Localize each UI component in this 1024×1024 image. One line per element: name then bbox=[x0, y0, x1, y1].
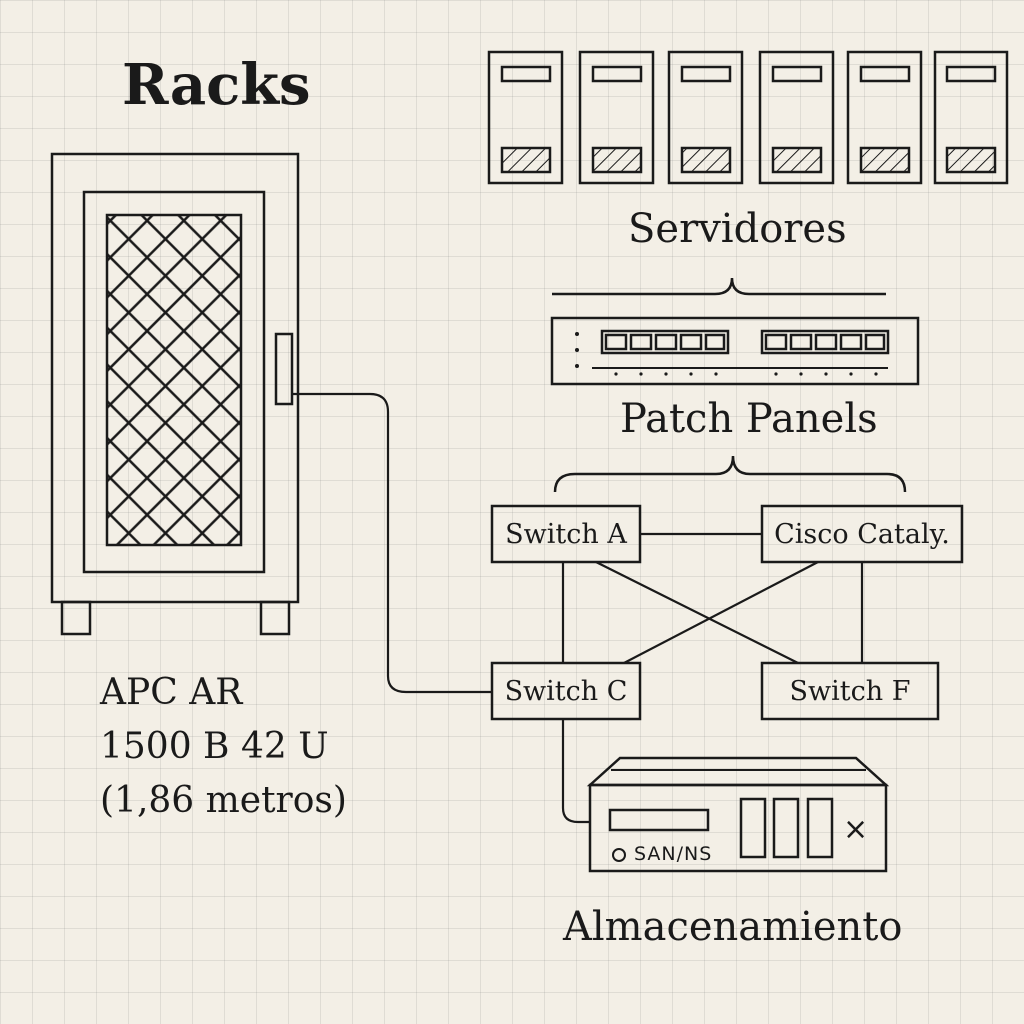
rack-cable bbox=[292, 392, 492, 694]
patch-panels-label: Patch Panels bbox=[620, 396, 878, 442]
rack-model-label: APC AR 1500 B 42 U (1,86 metros) bbox=[100, 666, 347, 828]
storage-x-icon: × bbox=[843, 812, 869, 847]
server-row bbox=[487, 50, 1009, 185]
patch-panel-leds bbox=[575, 332, 878, 376]
server-unit bbox=[487, 50, 564, 185]
switch-f-label: Switch F bbox=[789, 675, 911, 707]
port-block-right bbox=[760, 329, 890, 355]
network-links bbox=[561, 532, 864, 664]
rack-door-handle bbox=[274, 332, 294, 406]
storage-device bbox=[586, 756, 890, 873]
page-title: Racks bbox=[122, 52, 311, 118]
rack-model-line2: 1500 B 42 U bbox=[100, 726, 329, 767]
server-unit bbox=[667, 50, 744, 185]
server-unit bbox=[846, 50, 923, 185]
storage-power-icon bbox=[612, 848, 626, 862]
rack-model-line3: (1,86 metros) bbox=[100, 780, 347, 821]
servers-label: Servidores bbox=[628, 206, 847, 252]
port-block-left bbox=[600, 329, 730, 355]
patch-panel bbox=[550, 316, 920, 386]
rack-model-line1: APC AR bbox=[100, 672, 243, 713]
server-unit bbox=[578, 50, 655, 185]
server-unit bbox=[758, 50, 835, 185]
switch-cisco-label: Cisco Cataly. bbox=[774, 518, 950, 550]
servers-brace bbox=[552, 277, 886, 296]
switch-f-box bbox=[760, 661, 940, 721]
storage-label: Almacenamiento bbox=[563, 904, 903, 950]
storage-cable bbox=[561, 719, 590, 824]
switch-c-label: Switch C bbox=[504, 675, 628, 707]
server-unit bbox=[933, 50, 1009, 185]
rack-cabinet bbox=[50, 152, 300, 636]
storage-device-label: SAN/NS bbox=[634, 843, 713, 865]
switch-a-label: Switch A bbox=[505, 518, 627, 550]
patch-brace bbox=[553, 455, 907, 493]
